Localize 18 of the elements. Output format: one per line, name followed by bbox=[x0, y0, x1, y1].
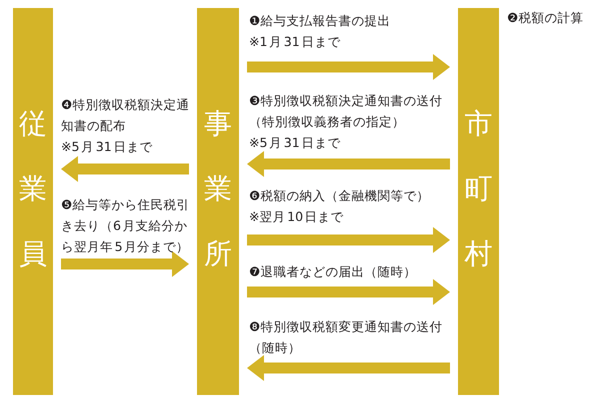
edge-label: ❽特別徴収税額変更通知書の送付（随時） bbox=[249, 318, 444, 357]
vertical-bar: 従業員 bbox=[13, 8, 53, 395]
edge-label: ❺給与等から住民税引き去り（6月支給分から翌月年5月分まで） bbox=[61, 196, 190, 256]
edge-label: ❶給与支払報告書の提出 ※1月31日まで bbox=[249, 12, 390, 51]
edge-label: ❻税額の納入（金融機関等で） ※翌月10日まで bbox=[249, 187, 430, 226]
side-note: ❷税額の計算 bbox=[507, 9, 584, 27]
edge-label: ❹特別徴収税額決定通知書の配布 ※5月31日まで bbox=[61, 96, 190, 156]
arrow bbox=[247, 151, 450, 177]
arrow bbox=[247, 54, 450, 80]
vertical-bar: 事業所 bbox=[197, 8, 239, 395]
edge-label: ❼退職者などの届出（随時） bbox=[249, 263, 416, 281]
arrow bbox=[61, 156, 189, 182]
vertical-bar: 市町村 bbox=[458, 8, 499, 395]
edge-label: ❸特別徴収税額決定通知書の送付（特別徴収義務者の指定） ※5月31日まで bbox=[249, 92, 444, 152]
arrow bbox=[247, 355, 450, 381]
arrow bbox=[247, 279, 450, 305]
arrow bbox=[247, 227, 450, 253]
arrow bbox=[61, 251, 189, 277]
